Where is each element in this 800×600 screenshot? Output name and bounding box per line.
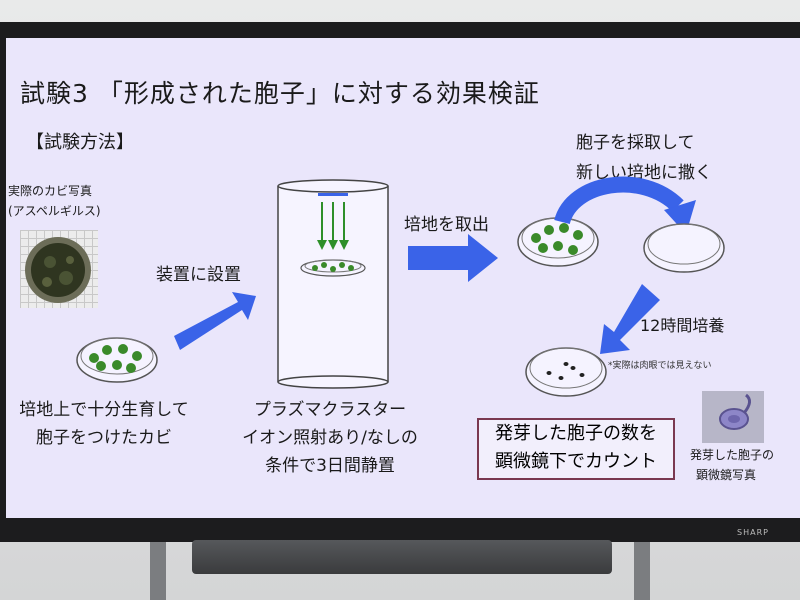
arrow2-label: 培地を取出 — [404, 215, 489, 235]
petri-dish-icon — [300, 259, 366, 277]
petri-dish-icon — [643, 223, 725, 273]
step1-caption-line-1: 培地上で十分生育して — [19, 400, 189, 420]
mold-photo — [20, 230, 98, 308]
photo-caption-line-1: 実際のカビ写真 — [8, 184, 93, 198]
arrow4-label: 12時間培養 — [640, 316, 725, 335]
slide-title: 試験3 「形成された胞子」に対する効果検証 — [20, 79, 540, 108]
petri-dish-icon — [517, 217, 599, 267]
slide-screen: 試験3 「形成された胞子」に対する効果検証 【試験方法】 実際のカビ写真 (アス… — [6, 38, 800, 518]
microscope-photo — [702, 391, 764, 443]
count-line-1: 発芽した胞子の数を — [495, 423, 657, 444]
block-arrow-icon — [408, 234, 498, 282]
count-box: 発芽した胞子の数を 顕微鏡下でカウント — [477, 418, 675, 480]
micro-caption-line-2: 顕微鏡写真 — [696, 468, 757, 482]
step1-caption-line-2: 胞子をつけたカビ — [36, 428, 172, 448]
count-line-2: 顕微鏡下でカウント — [495, 451, 657, 472]
stand-leg-right — [634, 542, 650, 600]
brand-logo: SHARP — [737, 528, 769, 537]
ion-arrow-icon — [317, 202, 349, 250]
petri-dish-icon — [525, 347, 607, 397]
block-arrow-icon — [600, 284, 660, 354]
stand-leg-left — [150, 542, 166, 600]
mold-colonies — [89, 344, 142, 373]
device-caption-line-3: 条件で3日間静置 — [265, 456, 395, 476]
section-heading: 【試験方法】 — [26, 132, 134, 153]
step3-caption-line-1: 胞子を採取して — [576, 133, 695, 153]
process-diagram — [76, 176, 725, 397]
mold-colony-picture — [25, 237, 91, 303]
arrow1-label: 装置に設置 — [156, 265, 241, 285]
germinated-spore-picture — [719, 393, 751, 430]
device-caption-line-1: プラズマクラスター — [253, 400, 407, 420]
device-caption-line-2: イオン照射あり/なしの — [242, 428, 418, 448]
block-arrow-icon — [174, 292, 256, 350]
photo-caption-line-2: (アスペルギルス) — [8, 204, 101, 218]
monitor-stand-bar — [192, 540, 612, 574]
visibility-note: *実際は肉眼では見えない — [608, 361, 712, 371]
micro-caption-line-1: 発芽した胞子の — [690, 448, 775, 462]
